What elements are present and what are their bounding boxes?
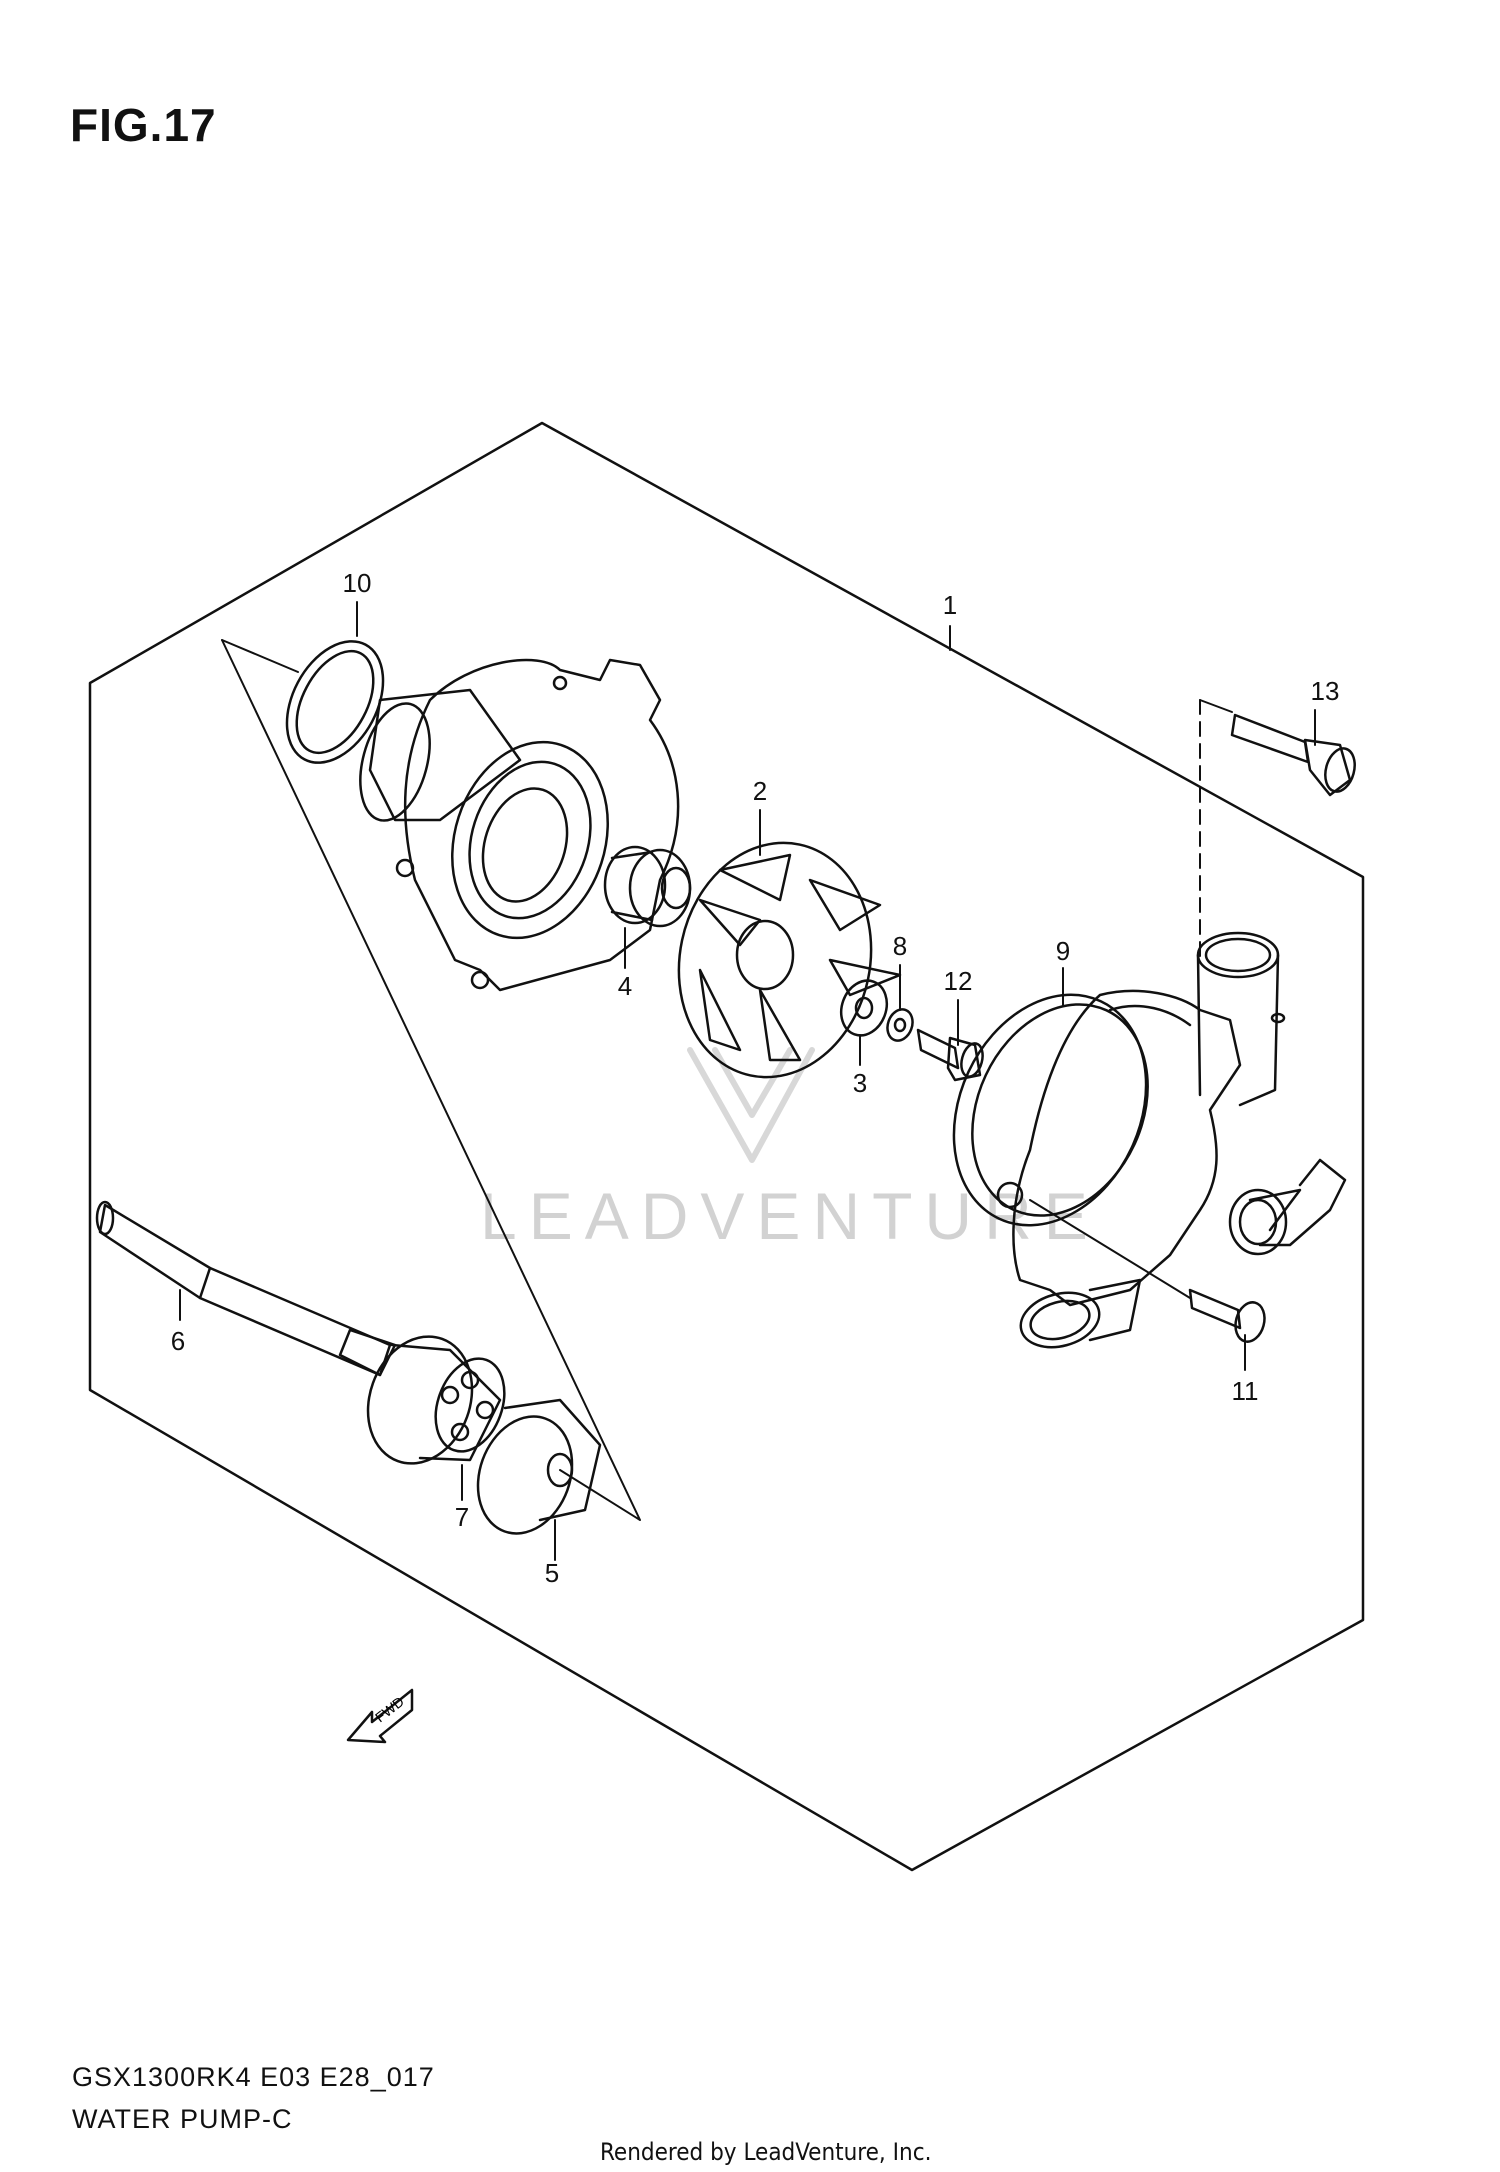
callout-8: 8 bbox=[893, 931, 907, 961]
gasket-part bbox=[952, 993, 1149, 1227]
shaft-group-outline bbox=[221, 639, 641, 1521]
callout-6: 6 bbox=[171, 1326, 185, 1356]
long-bolt-part bbox=[1230, 713, 1356, 797]
render-credit: Rendered by LeadVenture, Inc. bbox=[600, 2138, 932, 2166]
watermark-text: LEADVENTURE bbox=[480, 1179, 1100, 1253]
callout-5: 5 bbox=[545, 1558, 559, 1588]
watermark-logo-icon bbox=[687, 1047, 815, 1163]
o-ring-part bbox=[285, 640, 385, 764]
callout-10: 10 bbox=[343, 568, 372, 598]
impeller-bolt-part bbox=[916, 1028, 984, 1082]
callout-7: 7 bbox=[455, 1502, 469, 1532]
callout-4: 4 bbox=[618, 971, 632, 1001]
small-washer-part bbox=[886, 1008, 914, 1042]
callout-12: 12 bbox=[944, 966, 973, 996]
callout-2: 2 bbox=[753, 776, 767, 806]
figure-title: FIG.17 bbox=[70, 99, 217, 151]
callout-11: 11 bbox=[1232, 1376, 1259, 1406]
callout-13: 13 bbox=[1311, 676, 1340, 706]
callout-1: 1 bbox=[943, 590, 957, 620]
callout-3: 3 bbox=[853, 1068, 867, 1098]
figure-code: GSX1300RK4 E03 E28_017 bbox=[72, 2062, 435, 2092]
fwd-arrow-icon bbox=[346, 1688, 414, 1744]
shaft-part bbox=[95, 1200, 397, 1377]
washer-part bbox=[839, 979, 889, 1037]
oil-seal-part bbox=[476, 1398, 602, 1535]
cover-bolt-part bbox=[1188, 1288, 1266, 1343]
figure-name: WATER PUMP-C bbox=[72, 2104, 293, 2134]
callout-9: 9 bbox=[1056, 936, 1070, 966]
pump-case-part bbox=[359, 658, 680, 992]
assembly-boundary bbox=[88, 421, 1365, 1872]
bearing-part bbox=[366, 1335, 506, 1465]
mechanical-seal-part bbox=[603, 845, 692, 928]
pump-cover-part bbox=[996, 931, 1347, 1349]
